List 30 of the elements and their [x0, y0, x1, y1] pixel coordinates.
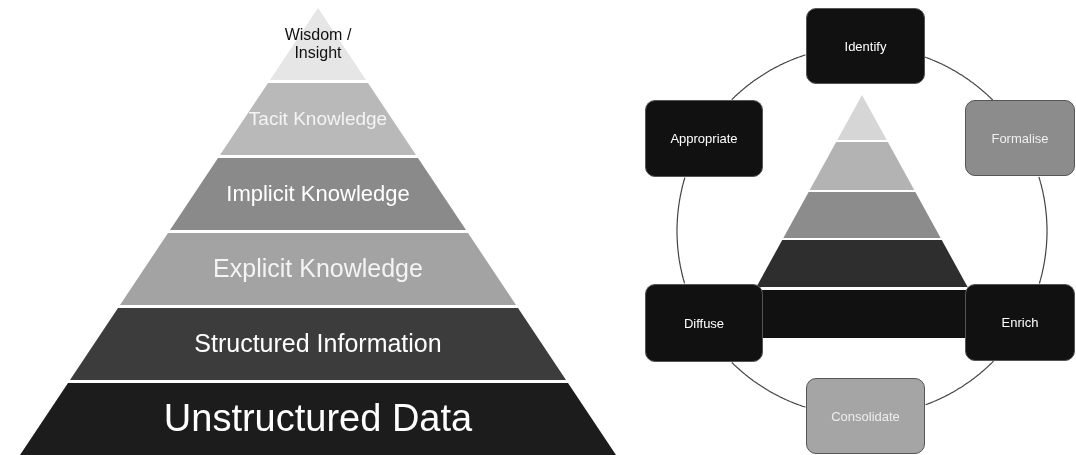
process-box [965, 100, 1075, 176]
process-box [806, 378, 925, 454]
pyramid-layer [20, 383, 616, 455]
pyramid-layer [270, 8, 366, 80]
node-label: Identify [844, 38, 887, 54]
node-label: Enrich [1001, 315, 1039, 330]
connector-arc [924, 56, 994, 101]
process-box [806, 8, 925, 84]
node-label: Implicit Knowledge [226, 181, 410, 207]
node-label: Diffuse [683, 315, 725, 331]
node-label: Appropriate [670, 131, 738, 146]
pyramid-layer [170, 158, 466, 230]
node-label: Consolidate [831, 408, 900, 424]
connector-arc [676, 177, 686, 284]
pyramid-layer [220, 83, 416, 155]
connector-arc [731, 54, 806, 101]
node-label: Explicit Knowledge [213, 255, 423, 283]
node-label: Formalise [991, 130, 1049, 146]
node-label: Structured Information [194, 330, 442, 358]
node-label: Unstructured Data [163, 398, 473, 440]
process-box [645, 284, 763, 362]
connector-arc [1038, 176, 1048, 285]
process-box [645, 100, 763, 177]
pyramid-layer [120, 233, 516, 305]
pyramid-layer [70, 308, 566, 380]
connector-arc [731, 361, 806, 408]
process-box [965, 284, 1075, 361]
connector-arc [925, 360, 995, 406]
node-label: Tacit Knowledge [248, 108, 388, 130]
node-label: Wisdom / Insight [283, 26, 353, 62]
